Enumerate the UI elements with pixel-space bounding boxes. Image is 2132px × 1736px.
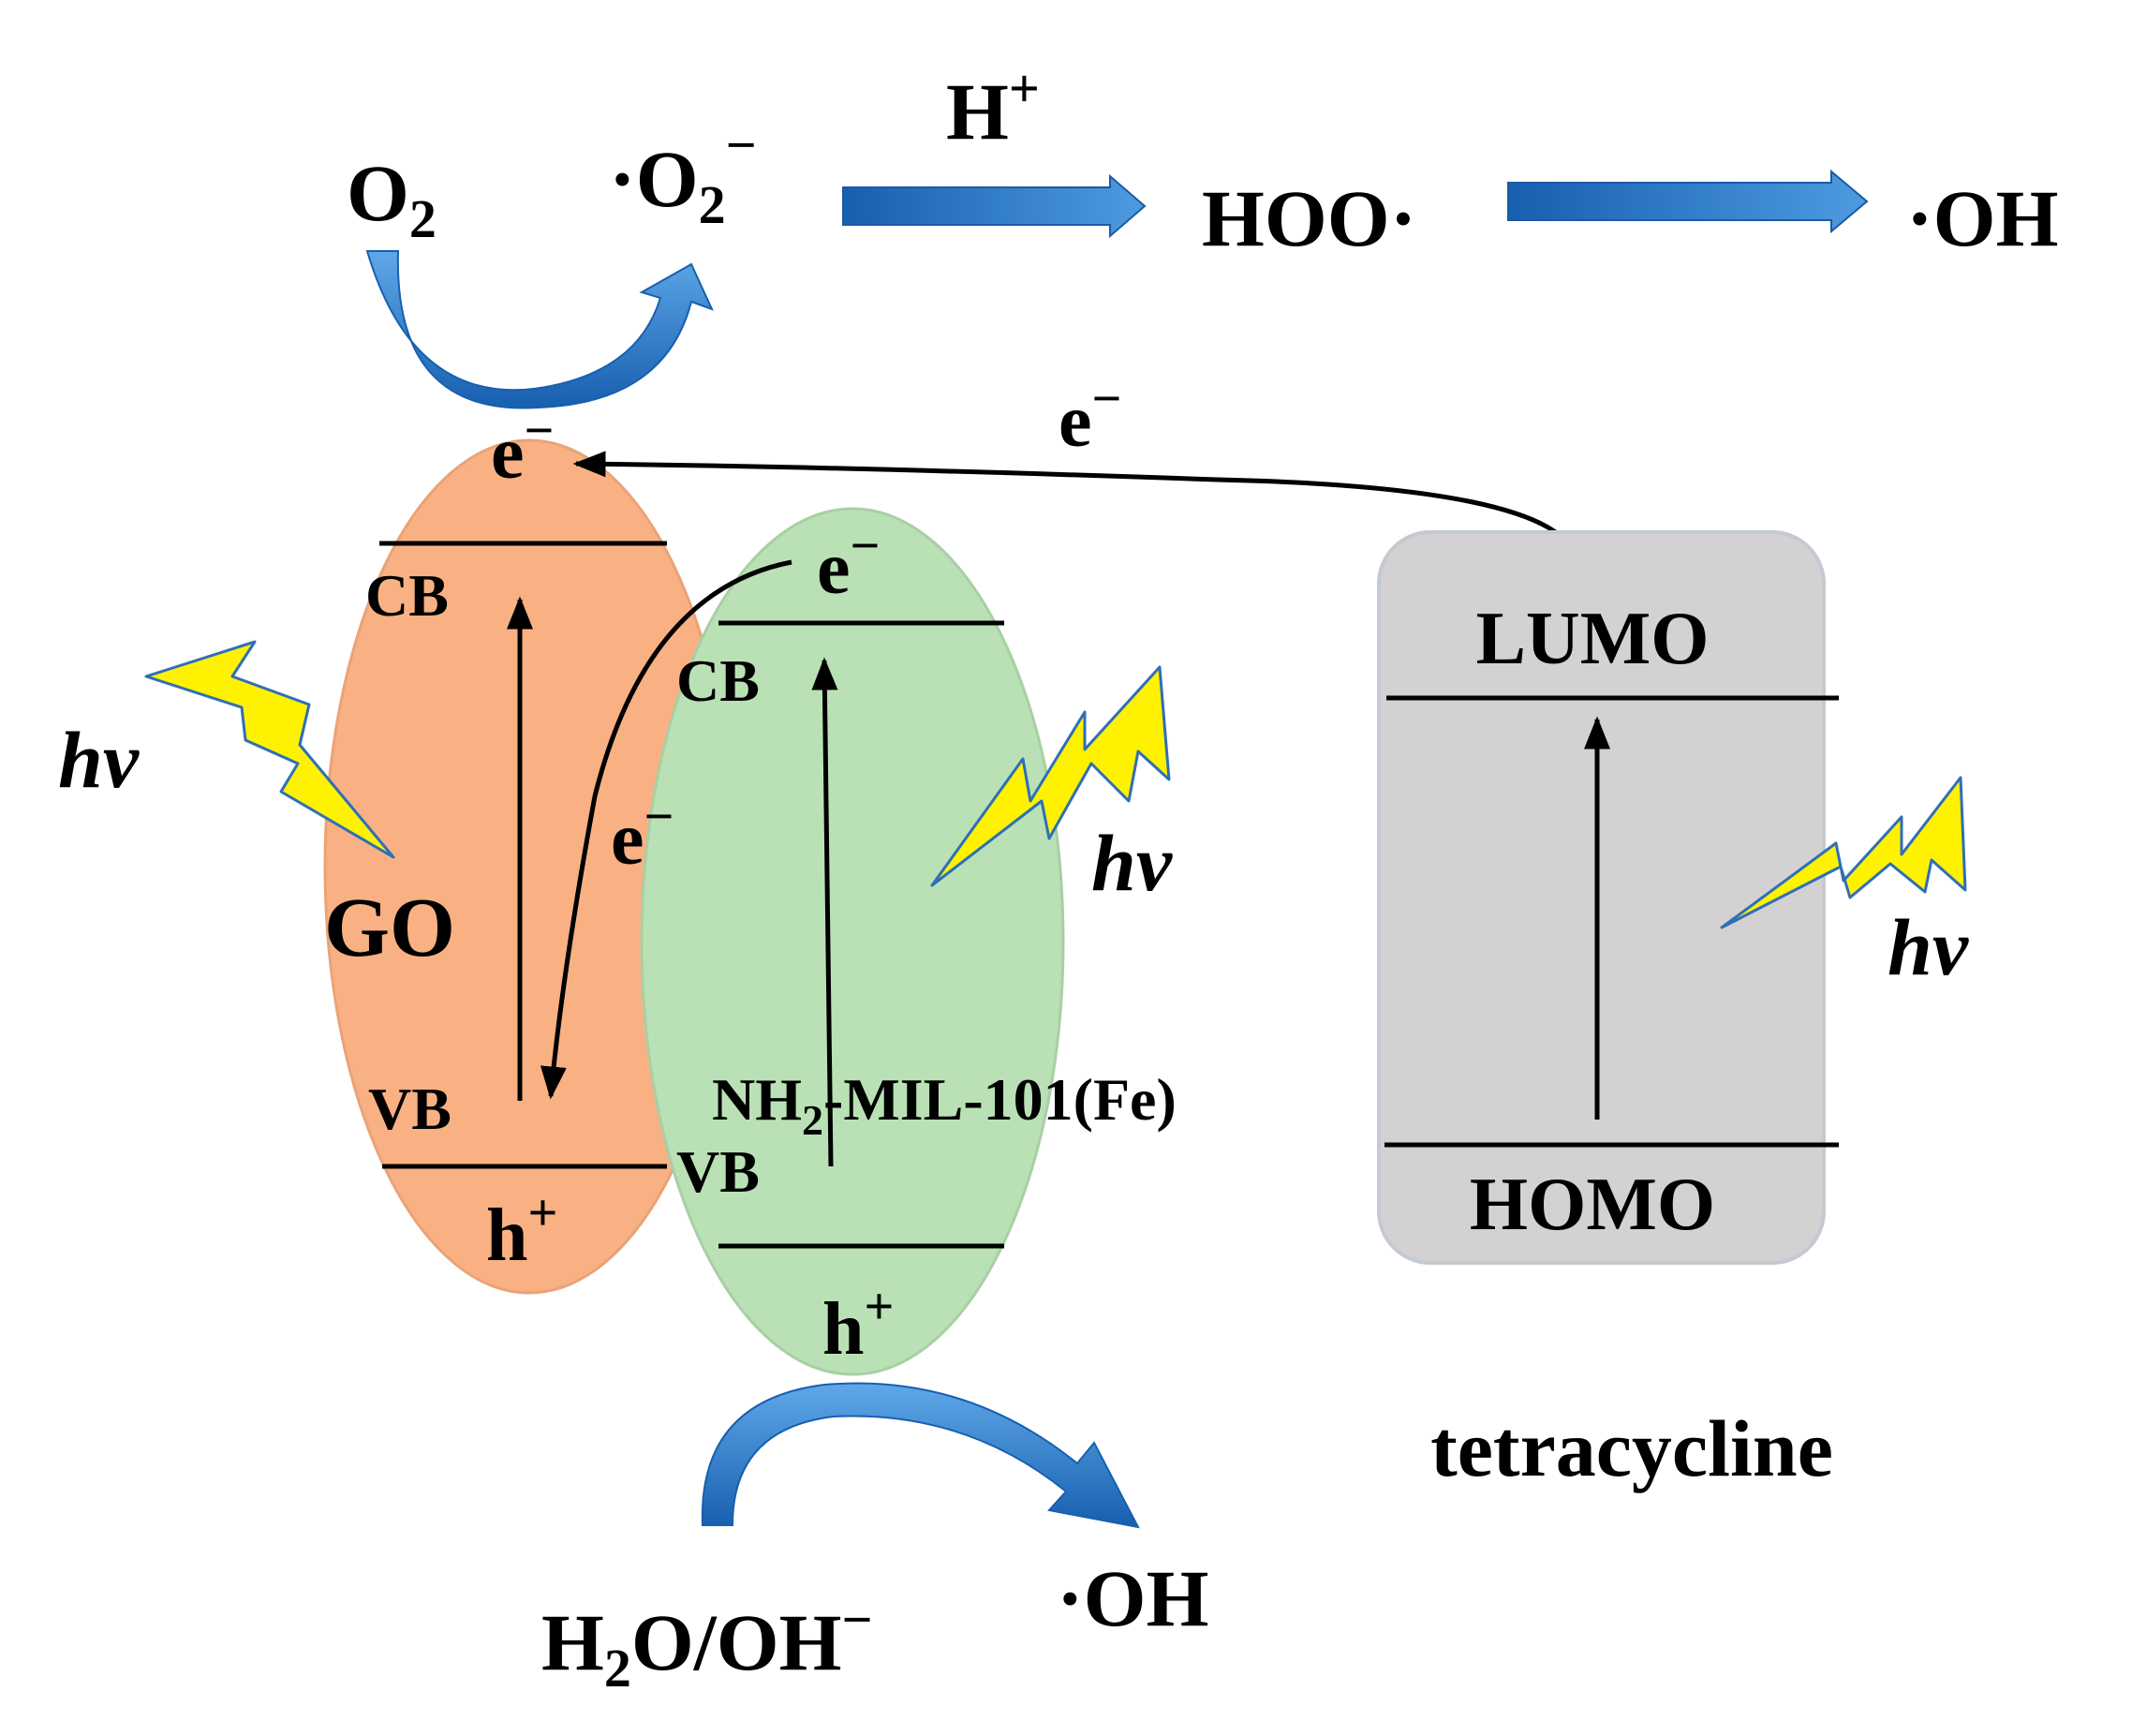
- go-vb-label: VB: [368, 1076, 452, 1142]
- arrow-hydroperoxyl-to-hydroxyl: [1507, 169, 1869, 234]
- hydroxyl-bottom-label: ·OH: [1057, 1553, 1208, 1643]
- electron-transfer-mil-to-go: [540, 559, 792, 1100]
- homo-label: HOMO: [1470, 1164, 1715, 1246]
- bolt-mil-icon: [930, 665, 1171, 887]
- arrow-superoxide-to-hydroperoxyl: [842, 173, 1147, 239]
- superoxide-label: ·O2−: [609, 114, 757, 235]
- mil-name-label: NH2-MIL-101(Fe): [712, 1066, 1177, 1144]
- hv-go-label: hv: [58, 715, 140, 805]
- go-electron-label: e−: [491, 402, 554, 495]
- tetracycline-box: [1377, 530, 1826, 1265]
- go-name-label: GO: [324, 882, 455, 974]
- hv-mil-label: hv: [1091, 818, 1173, 908]
- bolt-go-icon: [144, 640, 395, 859]
- hydroperoxyl-label: HOO·: [1202, 173, 1416, 263]
- o2-label: O2: [347, 148, 437, 249]
- tetracycline-name-label: tetracycline: [1430, 1403, 1833, 1493]
- mil-vb-label: VB: [676, 1138, 760, 1205]
- transfer-mil-electron-label: e−: [611, 788, 674, 881]
- mil-hole-label: h+: [822, 1278, 894, 1371]
- proton-label: H+: [946, 58, 1040, 156]
- mil-excitation-arrow: [811, 657, 838, 1167]
- transfer-lumo-electron-label: e−: [1059, 370, 1121, 463]
- go-hole-label: h+: [486, 1184, 557, 1277]
- go-cb-label: CB: [365, 562, 449, 629]
- curved-arrow-water-oxidation: [701, 1382, 1140, 1529]
- mil-cb-label: CB: [676, 647, 760, 714]
- curved-arrow-o2-reduction: [365, 250, 714, 409]
- mil-band: [640, 507, 1065, 1376]
- mil-electron-label: e−: [817, 517, 880, 610]
- hydroxyl-top-label: ·OH: [1906, 173, 2058, 263]
- lumo-label: LUMO: [1476, 598, 1710, 680]
- bolt-tetracycline-icon: [1720, 776, 1967, 929]
- hv-tetracycline-label: hv: [1888, 902, 1969, 992]
- water-label: H2O/OH−: [541, 1589, 873, 1699]
- electron-transfer-lumo-to-go: [572, 451, 1577, 555]
